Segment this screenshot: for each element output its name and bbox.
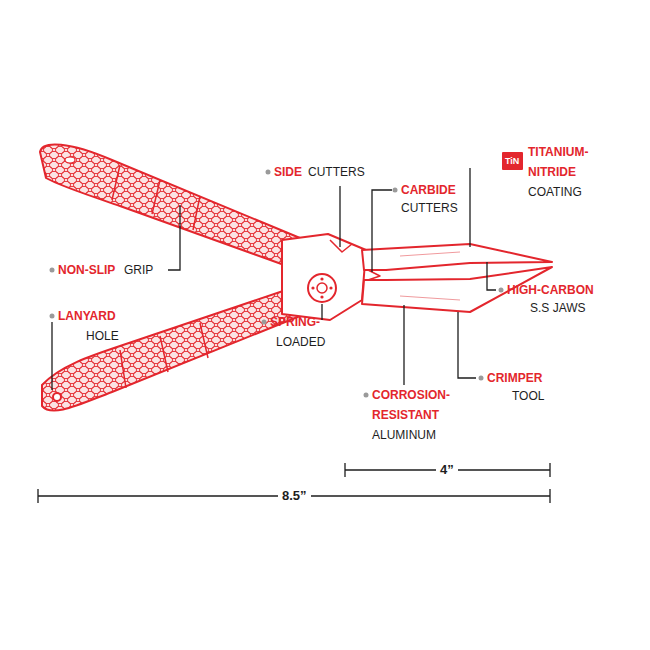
callout-label: HIGH-CARBON bbox=[507, 280, 594, 300]
callout-label: CUTTERS bbox=[401, 198, 458, 218]
upper-jaw bbox=[362, 244, 552, 270]
callout-label: CRIMPER bbox=[487, 368, 542, 388]
callout-label: TITANIUM- NITRIDE bbox=[528, 142, 608, 182]
callout-label: CARBIDE bbox=[401, 180, 456, 200]
callout-label: ALUMINUM bbox=[372, 425, 436, 445]
callout-label: SPRING- bbox=[270, 312, 320, 332]
side-cutter bbox=[330, 240, 352, 252]
leader-lines bbox=[52, 168, 496, 390]
callout-label: HOLE bbox=[86, 326, 119, 346]
callout-label: S.S JAWS bbox=[530, 298, 586, 318]
pliers-head bbox=[282, 234, 366, 320]
callout-label: GRIP bbox=[124, 260, 153, 280]
bullet-dots bbox=[50, 170, 504, 398]
dimension-label: 8.5” bbox=[278, 486, 311, 506]
badge-text: TiN bbox=[505, 155, 520, 167]
callout-label: SIDE bbox=[274, 162, 302, 182]
callout-label: TOOL bbox=[512, 386, 544, 406]
callout-label: NON-SLIP bbox=[58, 260, 115, 280]
lanyard-hole bbox=[53, 393, 61, 401]
callout-label: LOADED bbox=[276, 332, 325, 352]
callout-label: LANYARD bbox=[58, 306, 116, 326]
callout-label: CUTTERS bbox=[308, 162, 365, 182]
spring-pivot bbox=[308, 274, 336, 302]
lower-handle bbox=[42, 290, 300, 411]
tin-badge: TiN bbox=[502, 152, 523, 170]
pliers bbox=[40, 144, 552, 410]
carbide-cutters bbox=[368, 270, 380, 280]
callout-label: CORROSION- RESISTANT bbox=[372, 385, 462, 425]
upper-handle bbox=[40, 144, 300, 266]
callout-label: COATING bbox=[528, 182, 582, 202]
dimension-label: 4” bbox=[436, 460, 458, 480]
